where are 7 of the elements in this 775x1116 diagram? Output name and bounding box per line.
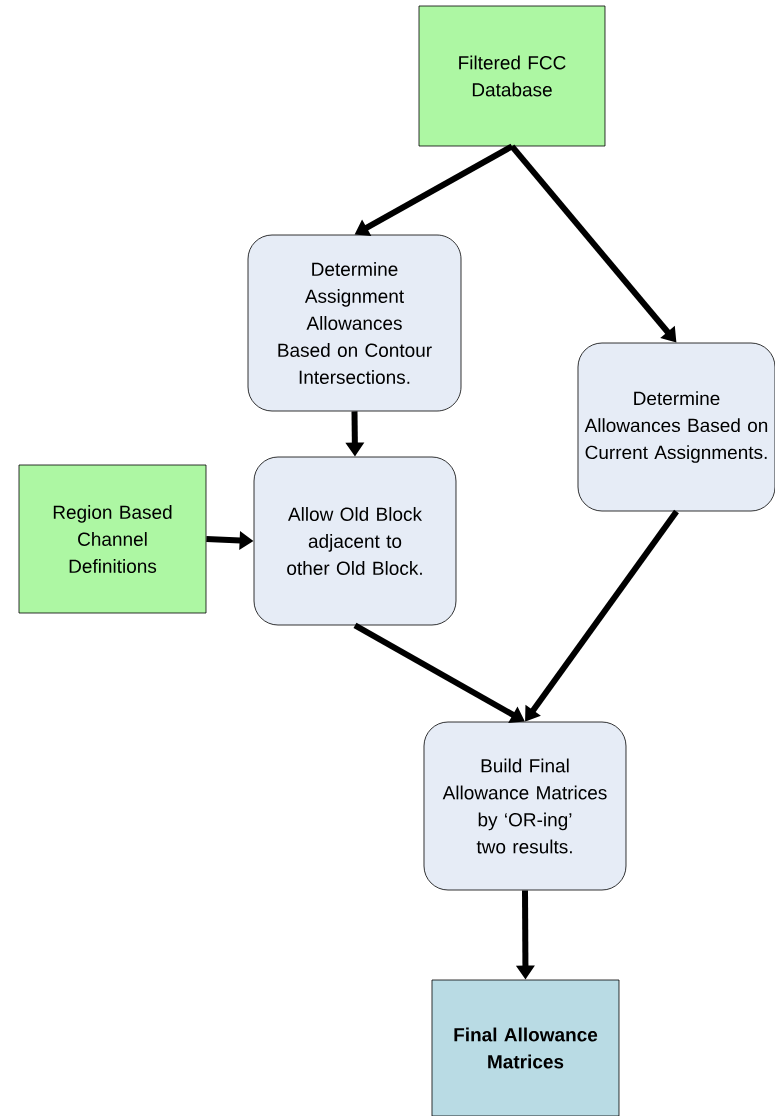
process-box: Allow Old Block adjacent to other Old Block. — [253, 456, 457, 626]
output-box: Final Allowance Matrices — [431, 979, 620, 1116]
input-box: Region Based Channel Definitions — [18, 464, 207, 614]
process-box: Determine Assignment Allowances Based on Contour Intersections. — [247, 234, 462, 412]
process-box: Determine Allowances Based on Current Assignments. — [577, 342, 775, 512]
database-box: Filtered FCC Database — [418, 5, 606, 147]
process-box: Build Final Allowance Matrices by ‘OR-ing’ two results. — [423, 721, 627, 891]
